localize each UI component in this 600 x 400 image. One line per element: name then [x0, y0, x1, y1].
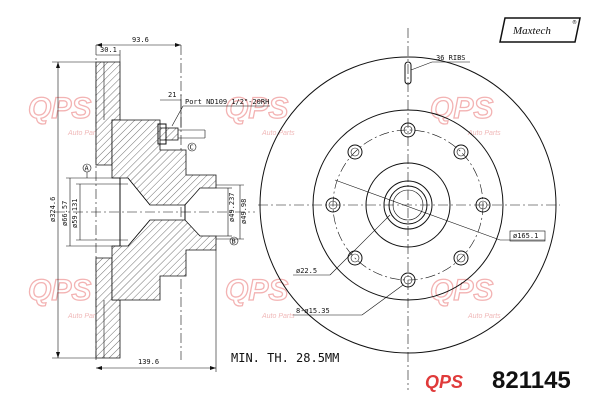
brand-name: Maxtech [512, 25, 551, 37]
dim-bolt-holes: 8-ø15.35 [296, 307, 330, 315]
dim-hat-width: 30.1 [100, 46, 117, 54]
wheel-stud [159, 127, 179, 141]
watermark-layer: QPS Auto Parts QPS Auto Parts QPS Auto P… [27, 91, 501, 320]
watermark-logo: QPS [28, 274, 91, 307]
dim-port-offset: 21 [168, 91, 176, 99]
front-view: 36 RIBS ø165.1 ø22.5 8-ø15.35 [258, 28, 560, 390]
watermark-subtext: Auto Parts [467, 130, 501, 137]
dim-overall-width: 93.6 [132, 36, 149, 44]
watermark-logo: QPS [28, 92, 91, 125]
bolt-holes [325, 122, 491, 288]
svg-text:®: ® [572, 19, 577, 26]
qps-logo: QPS [425, 372, 463, 392]
dim-outer-diameter: ø324.6 [49, 197, 57, 222]
marker-c: C [190, 144, 194, 152]
watermark-logo: QPS [225, 92, 288, 125]
disc-outer-edge [259, 56, 557, 354]
watermark-subtext: Auto Parts [67, 313, 101, 320]
watermark-logo: QPS [430, 274, 493, 307]
min-thickness-note: MIN. TH. 28.5MM [231, 351, 339, 365]
maxtech-logo: Maxtech ® [499, 17, 581, 43]
dim-overall-height: 139.6 [138, 358, 159, 366]
note-port-thread: Port ND109 1/2"-20RH [185, 98, 269, 106]
hat-outer-circle [312, 109, 504, 301]
qps-logo-text: QPS [425, 372, 463, 392]
dim-center-bore: ø22.5 [296, 267, 317, 275]
dim-pcd: ø165.1 [513, 232, 538, 240]
marker-b: B [232, 238, 236, 246]
marker-a: A [85, 165, 90, 173]
watermark-subtext: Auto Parts [67, 130, 101, 137]
pcd-circle [332, 129, 484, 281]
watermark-subtext: Auto Parts [467, 313, 501, 320]
note-ribs: 36 RIBS [436, 54, 466, 62]
dim-bearing-diameter-1: ø49.237 [228, 192, 236, 222]
center-bore [383, 180, 433, 230]
watermark-subtext: Auto Parts [261, 313, 295, 320]
dim-hub-diameter-2: ø59.131 [71, 198, 79, 228]
hub-hat-lower [111, 219, 217, 301]
watermark-logo: QPS [430, 92, 493, 125]
watermark-logo: QPS [225, 274, 288, 307]
dim-hub-diameter-1: ø66.57 [61, 201, 69, 226]
dim-bearing-diameter-2: ø49.98 [240, 199, 248, 224]
part-number: 821145 [492, 367, 571, 394]
side-section-view: 93.6 30.1 21 Port ND109 1/2"-20RH ø324.6… [49, 36, 270, 372]
vent-slot [404, 61, 412, 85]
